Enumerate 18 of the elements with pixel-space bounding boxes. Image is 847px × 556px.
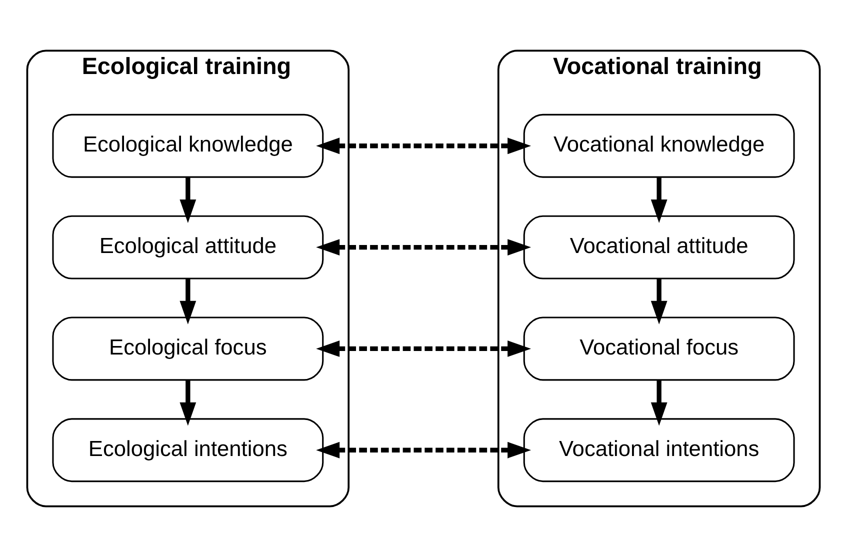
node-box: Ecological focus bbox=[52, 316, 324, 380]
arrow bbox=[180, 278, 196, 324]
arrow bbox=[316, 238, 532, 255]
arrow bbox=[650, 278, 668, 324]
node-box: Ecological attitude bbox=[52, 214, 324, 279]
arrow bbox=[650, 176, 668, 222]
node-box: Vocational attitude bbox=[523, 214, 795, 279]
node-box: Vocational intentions bbox=[523, 418, 795, 482]
node-box: Ecological intentions bbox=[52, 418, 324, 482]
arrow bbox=[316, 340, 532, 356]
arrow bbox=[180, 380, 196, 426]
arrow bbox=[316, 137, 532, 154]
arrow bbox=[180, 176, 196, 222]
node-box: Vocational knowledge bbox=[523, 113, 795, 178]
node-box: Vocational focus bbox=[523, 316, 795, 380]
arrow bbox=[316, 441, 532, 458]
arrow bbox=[650, 380, 668, 426]
node-box: Ecological knowledge bbox=[52, 113, 324, 178]
